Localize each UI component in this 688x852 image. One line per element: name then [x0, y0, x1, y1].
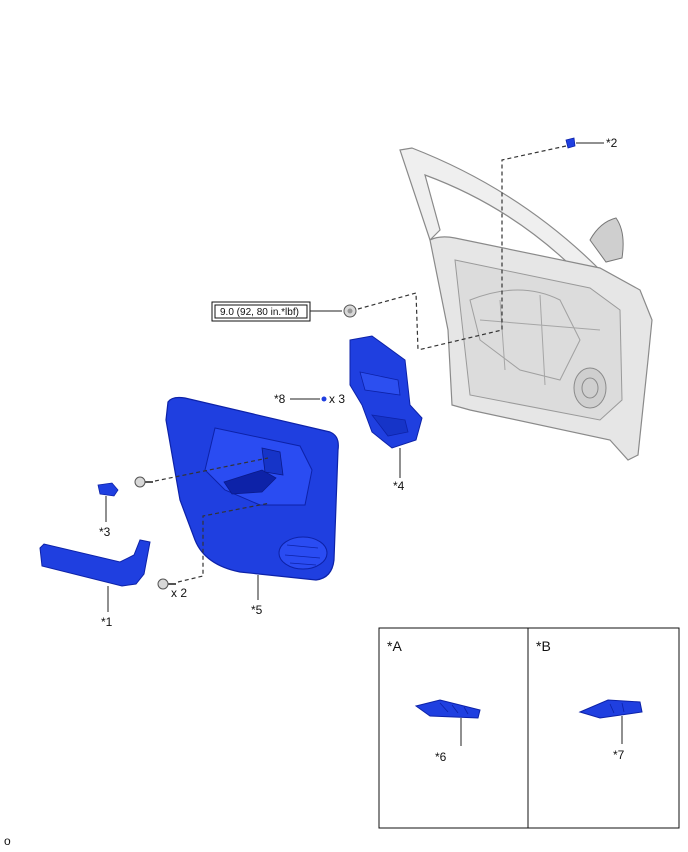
torque-callout: 9.0 (92, 80 in.*lbf): [211, 301, 311, 322]
screw-upper: [134, 476, 153, 488]
dashed-line-screw-upper: [154, 457, 269, 482]
torque-spec: 9.0 (92, 80 in.*lbf): [220, 307, 299, 318]
variant-b-label: *B: [536, 638, 551, 654]
figure-code: o: [4, 834, 11, 848]
part-7-switch: *7: [578, 699, 643, 762]
part-5-door-trim-board: *5: [165, 396, 339, 617]
part-7-label: *7: [613, 748, 625, 762]
part-3-cover: *3: [97, 482, 119, 539]
part-8-screw: *8 x 3: [274, 392, 345, 406]
screw-lower: x 2: [157, 578, 187, 600]
part-6-switch: *6: [414, 699, 481, 764]
part-4-bracket: *4: [349, 335, 423, 493]
part-6-label: *6: [435, 750, 447, 764]
part-2-label: *2: [606, 136, 618, 150]
speaker-opening: [573, 367, 607, 409]
part-5-label: *5: [251, 603, 263, 617]
variant-a-label: *A: [387, 638, 402, 654]
bolt-icon: [343, 304, 357, 318]
front-door-frame: [399, 147, 653, 461]
part-1-label: *1: [101, 615, 113, 629]
part-4-label: *4: [393, 479, 405, 493]
dashed-line-clip: [417, 145, 567, 351]
variant-inset-box: *A *B *6 *7: [378, 627, 680, 829]
dashed-line-bolt: [357, 292, 419, 351]
part-2-clip: *2: [565, 136, 618, 150]
door-mirror: [589, 217, 624, 263]
screw-lower-qty: x 2: [171, 586, 187, 600]
dashed-line-screw-lower: [177, 502, 271, 583]
part-8-qty: x 3: [329, 392, 345, 406]
part-8-label: *8: [274, 392, 286, 406]
part-3-label: *3: [99, 525, 111, 539]
part-1-garnish: *1: [39, 539, 151, 629]
